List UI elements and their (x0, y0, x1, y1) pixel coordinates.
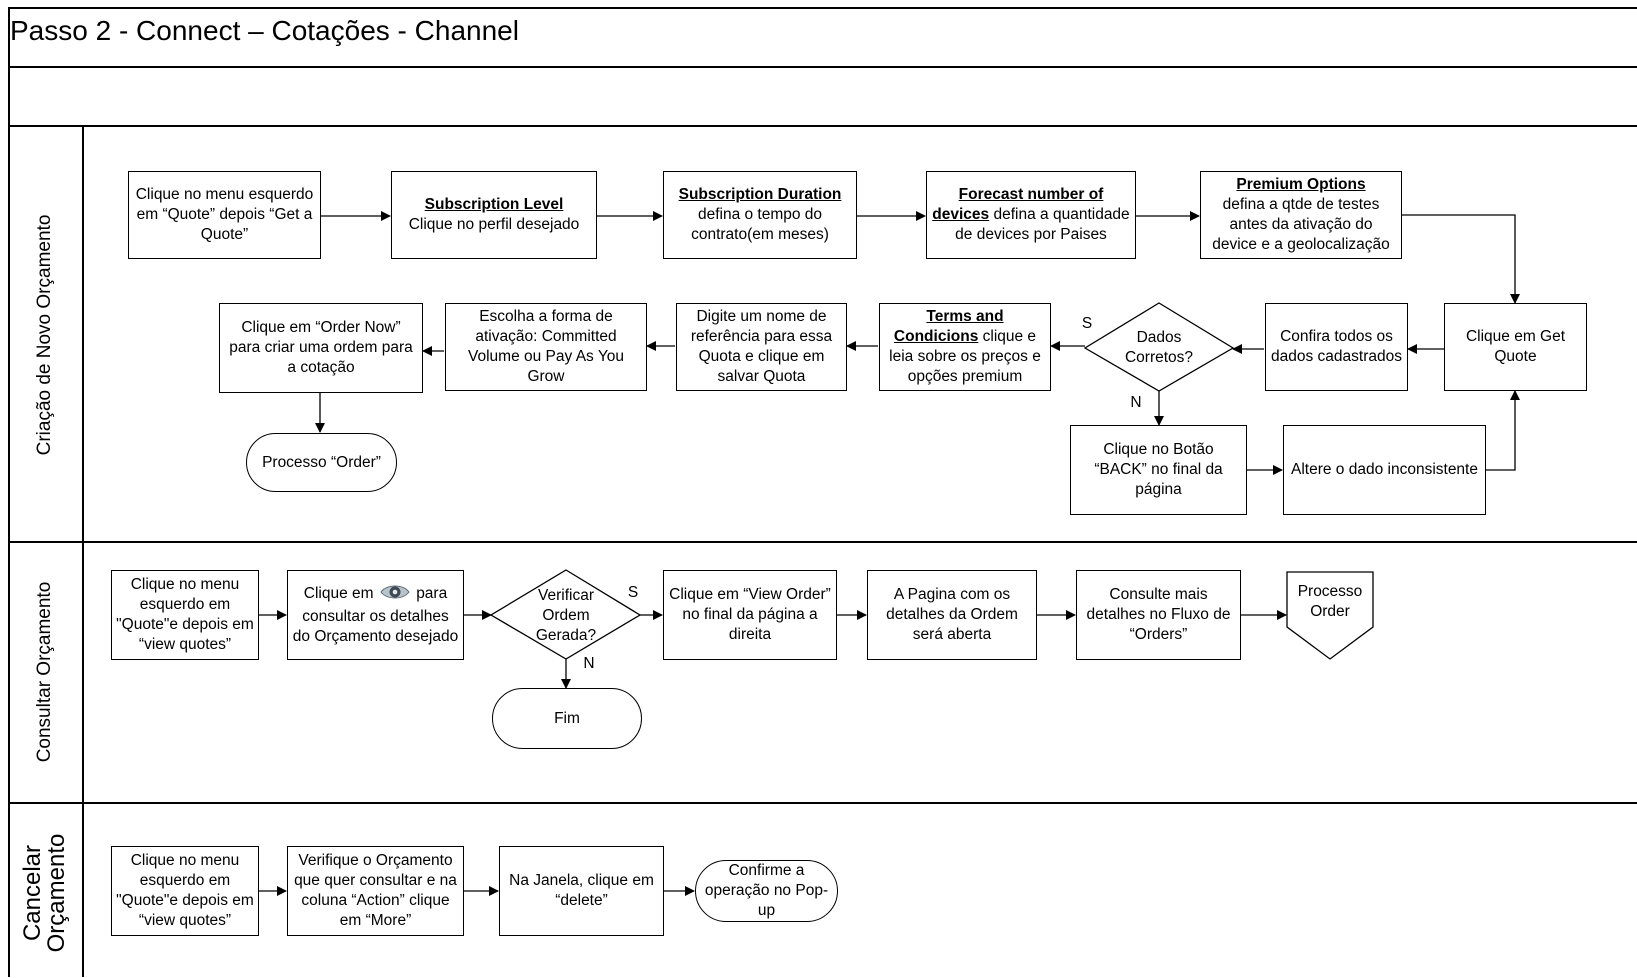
frame-top (8, 7, 1637, 9)
step-pagina-detalhes: A Pagina com os detalhes da Ordem será a… (867, 570, 1037, 660)
eye-icon (380, 583, 410, 607)
arrow (1486, 390, 1520, 471)
header-divider (8, 125, 1637, 127)
step-clique-eye: Clique em para consultar os detalhes do … (287, 570, 464, 660)
step-verifique-orcamento: Verifique o Orçamento que quer consultar… (287, 846, 464, 936)
step-digite-nome: Digite um nome de referência para essa Q… (676, 303, 847, 391)
decision-diamond-verificar (489, 569, 642, 660)
decision-diamond-dados (1083, 302, 1235, 392)
lane-divider-2 (8, 802, 1637, 804)
step-view-order: Clique em “View Order” no final da págin… (663, 570, 837, 660)
lane-label-column (82, 125, 84, 977)
step-confira-dados: Confira todos os dados cadastrados (1265, 303, 1408, 391)
forecast-title: Forecast number of devices (932, 186, 1104, 223)
step-get-quote: Clique em Get Quote (1444, 303, 1587, 391)
no-label-dados: N (1130, 394, 1142, 411)
arrow (1402, 214, 1520, 304)
step-menu-view-quotes: Clique no menu esquerdo em "Quote"e depo… (111, 570, 259, 660)
step-forecast-devices: Forecast number of devices defina a quan… (926, 171, 1136, 259)
title-divider (8, 66, 1637, 68)
decision-label-dados: Dados Corretos? (1124, 329, 1194, 366)
lane-divider-1 (8, 541, 1637, 543)
step-escolha-ativacao: Escolha a forma de ativação: Committed V… (445, 303, 647, 391)
step-consulte-orders: Consulte mais detalhes no Fluxo de “Orde… (1076, 570, 1241, 660)
yes-label-verificar: S (627, 584, 639, 601)
step-cancel-menu-view-quotes: Clique no menu esquerdo em "Quote"e depo… (111, 846, 259, 936)
step-menu-get-quote: Clique no menu esquerdo em “Quote” depoi… (128, 171, 321, 259)
no-label-verificar: N (583, 655, 595, 672)
step-janela-delete: Na Janela, clique em “delete” (499, 846, 664, 936)
subscription-level-title: Subscription Level (424, 196, 564, 213)
decision-label-verificar: Verificar Ordem Gerada? (535, 587, 597, 644)
step-terms-conditions: Terms and Condicions clique e leia sobre… (879, 303, 1051, 391)
terms-title: Terms and Condicions (893, 308, 1004, 345)
subscription-duration-title: Subscription Duration (678, 186, 842, 203)
step-botao-back: Clique no Botão “BACK” no final da págin… (1070, 425, 1247, 515)
yes-label-dados: S (1081, 315, 1093, 332)
terminal-processo-order: Processo “Order” (246, 433, 397, 492)
offpage-label-order: Processo Order (1297, 583, 1363, 620)
step-order-now: Clique em “Order Now” para criar uma ord… (219, 303, 423, 393)
frame-left (8, 7, 10, 977)
premium-title: Premium Options (1236, 176, 1366, 193)
terminal-fim: Fim (492, 688, 642, 749)
page-title: Passo 2 - Connect – Cotações - Channel (10, 15, 519, 46)
offpage-connector-order (1286, 571, 1374, 660)
terminal-confirme-popup: Confirme a operação no Pop-up (695, 860, 838, 922)
step-altere-dado: Altere o dado inconsistente (1283, 425, 1486, 515)
